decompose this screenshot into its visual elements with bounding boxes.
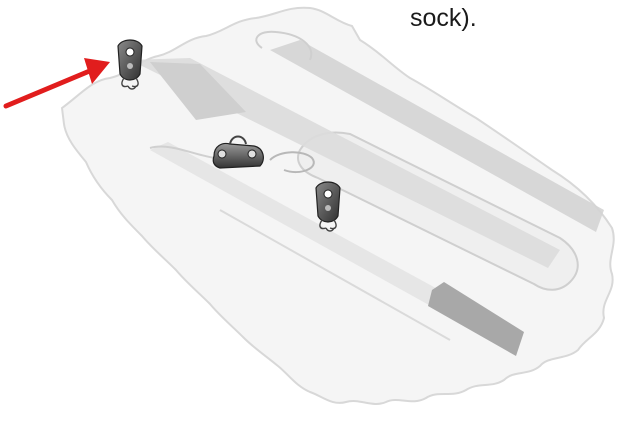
rope-loop-top (255, 30, 313, 61)
cam-cleat-icon (212, 135, 264, 169)
red-arrow-icon (3, 58, 110, 109)
lower-stripe (150, 142, 520, 350)
tack-tape (428, 282, 524, 356)
rope-loop-center (269, 151, 315, 174)
seam-line (219, 209, 451, 341)
upper-stripe (270, 40, 604, 232)
caption-text: sock). (410, 4, 477, 32)
rope-line-left (149, 145, 217, 159)
head-tape (150, 62, 246, 120)
pulley-block-icon (315, 181, 341, 232)
pulley-block-icon (117, 39, 143, 90)
